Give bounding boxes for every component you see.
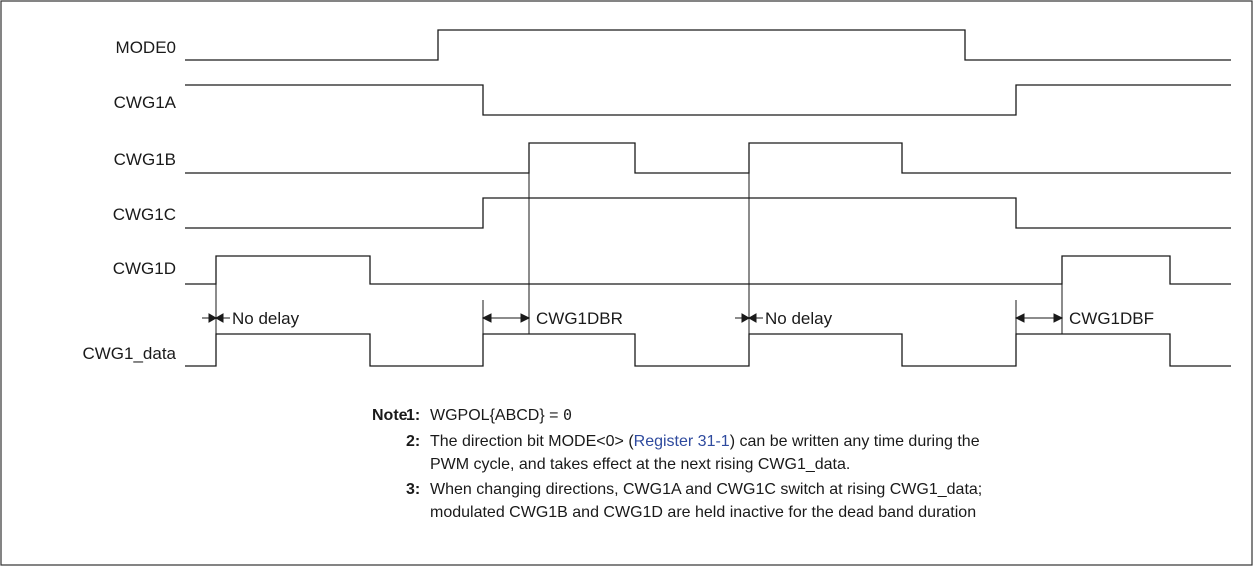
signal-label-cwg1c: CWG1C — [113, 205, 176, 224]
annotation-cwg1dbf: CWG1DBF — [1069, 309, 1154, 328]
note-2-number: 2: — [406, 433, 420, 450]
annotation-no-delay-2: No delay — [765, 309, 833, 328]
cwg1dbf-dimension-arrow — [1014, 313, 1064, 323]
note-3-line-1: When changing directions, CWG1A and CWG1… — [430, 481, 982, 498]
no-delay-arrow-2 — [735, 313, 763, 323]
register-31-1-link[interactable]: Register 31-1 — [634, 433, 730, 450]
note-1-number: 1: — [406, 407, 420, 424]
signal-label-cwg1a: CWG1A — [114, 93, 177, 112]
waveform-cwg1a — [185, 84, 1231, 116]
note-2-line-2: PWM cycle, and takes effect at the next … — [430, 456, 850, 473]
annotation-no-delay-1: No delay — [232, 309, 300, 328]
no-delay-arrow-1 — [202, 313, 230, 323]
notes-heading: Note — [372, 407, 408, 424]
waveform-cwg1-data — [185, 333, 1231, 367]
note-3-line-2: modulated CWG1B and CWG1D are held inact… — [430, 504, 976, 521]
notes-block: Note 1: WGPOL{ABCD} = 0 2: The direction… — [372, 406, 982, 521]
cwg1dbr-dimension-arrow — [481, 313, 531, 323]
note-1-code-value: 0 — [563, 406, 572, 424]
signal-label-cwg1b: CWG1B — [114, 150, 176, 169]
waveform-mode0 — [185, 29, 1231, 61]
note-2-line-1: The direction bit MODE<0> (Register 31-1… — [430, 433, 980, 450]
note-3-number: 3: — [406, 481, 420, 498]
waveform-cwg1c — [185, 197, 1231, 229]
waveform-cwg1b — [185, 142, 1231, 174]
signal-label-cwg1d: CWG1D — [113, 259, 176, 278]
signal-label-mode0: MODE0 — [116, 38, 176, 57]
waveform-cwg1d — [185, 255, 1231, 285]
note-1-text: WGPOL{ABCD} = 0 — [430, 406, 572, 424]
signal-label-cwg1-data: CWG1_data — [82, 344, 176, 363]
annotation-cwg1dbr: CWG1DBR — [536, 309, 623, 328]
